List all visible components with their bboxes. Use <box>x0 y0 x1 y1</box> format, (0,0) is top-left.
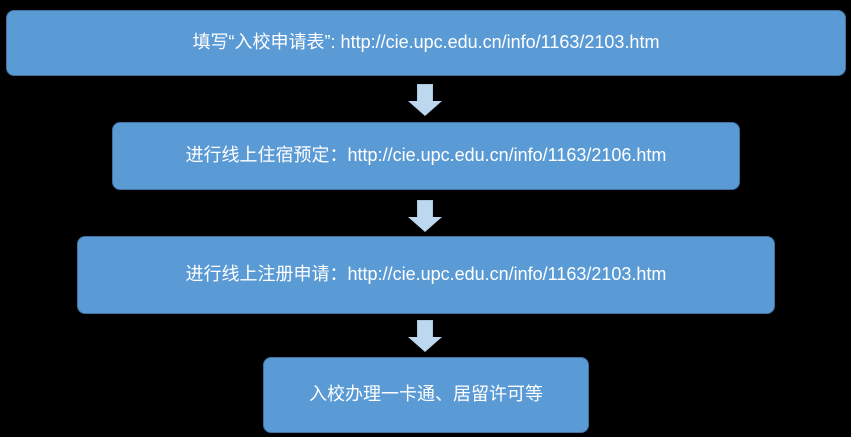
flow-step-4-label: 入校办理一卡通、居留许可等 <box>309 384 543 405</box>
arrow-head <box>408 337 442 352</box>
flow-arrow-3 <box>408 320 442 352</box>
flow-step-1[interactable]: 填写“入校申请表”: http://cie.upc.edu.cn/info/11… <box>6 10 846 76</box>
flow-step-3-label: 进行线上注册申请：http://cie.upc.edu.cn/info/1163… <box>185 264 667 285</box>
flow-step-2-label: 进行线上住宿预定：http://cie.upc.edu.cn/info/1163… <box>185 145 667 166</box>
arrow-shaft <box>417 320 433 338</box>
flow-step-1-label: 填写“入校申请表”: http://cie.upc.edu.cn/info/11… <box>192 32 660 53</box>
flow-step-3[interactable]: 进行线上注册申请：http://cie.upc.edu.cn/info/1163… <box>77 236 775 314</box>
flow-arrow-2 <box>408 200 442 232</box>
flow-step-4[interactable]: 入校办理一卡通、居留许可等 <box>263 357 589 433</box>
flow-arrow-1 <box>408 84 442 116</box>
arrow-shaft <box>417 200 433 218</box>
arrow-head <box>408 217 442 232</box>
arrow-shaft <box>417 84 433 102</box>
flow-step-2[interactable]: 进行线上住宿预定：http://cie.upc.edu.cn/info/1163… <box>112 122 740 190</box>
arrow-head <box>408 101 442 116</box>
